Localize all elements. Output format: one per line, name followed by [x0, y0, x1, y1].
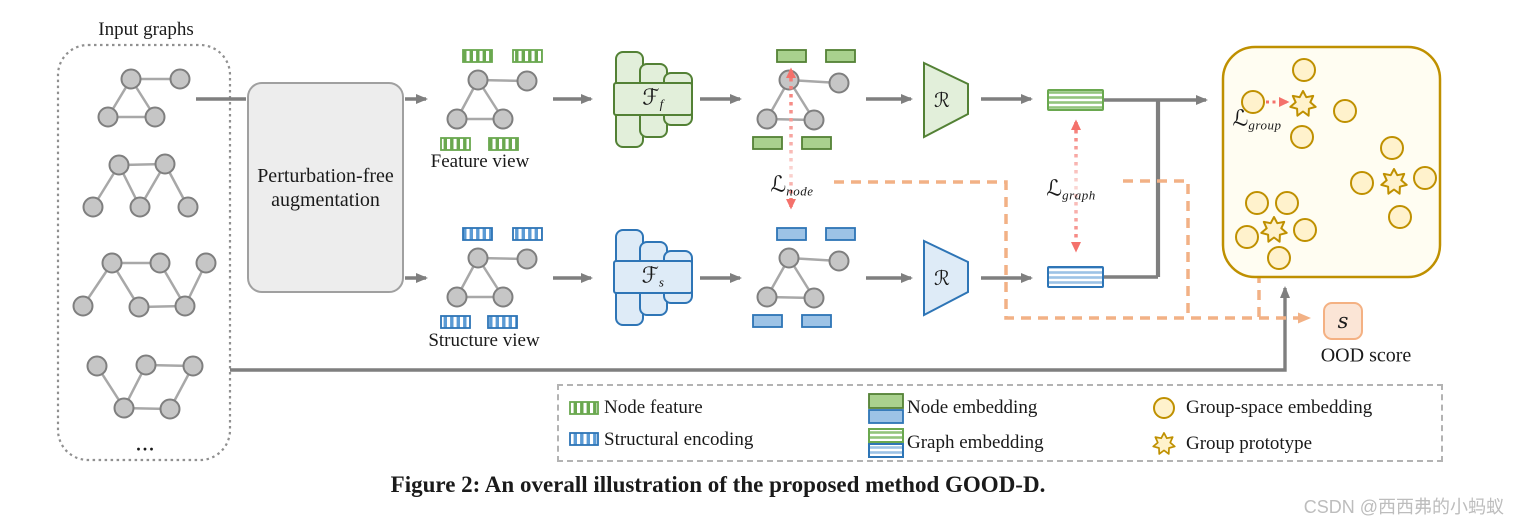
- loss-group-label: ℒgroup: [1233, 106, 1282, 133]
- feature-graph-embedding: [1047, 89, 1104, 111]
- ood-score-label: OOD score: [1320, 344, 1412, 367]
- group-space-embedding-swatch: [1153, 397, 1175, 419]
- input-graph-2: [82, 153, 199, 218]
- feature-readout-label: ℛ: [934, 88, 950, 112]
- feature-node-embedding-graph: [752, 49, 856, 150]
- structure-encoder-sub: s: [658, 274, 665, 290]
- input-graph-3: [72, 252, 217, 318]
- feature-encoder-shape: [613, 51, 693, 148]
- loss-node-label: ℒnode: [770, 172, 813, 199]
- structure-readout-shape: [923, 239, 969, 317]
- flow-arrows: [196, 94, 1290, 372]
- legend-swatches: [569, 393, 1176, 458]
- feature-readout-shape: [923, 61, 969, 139]
- feature-encoder-symbol: ℱ: [642, 85, 660, 111]
- input-graphs-title: Input graphs: [98, 19, 194, 40]
- node-feature-swatch: [569, 401, 599, 415]
- feature-view-label: Feature view: [430, 151, 530, 172]
- score-symbol: s: [1337, 309, 1349, 333]
- structure-readout-label: ℛ: [934, 266, 950, 290]
- group-space-panel: [1221, 45, 1442, 279]
- input-to-group-arrow: [230, 286, 1290, 372]
- loss-node-sub: node: [786, 183, 814, 199]
- structure-encoder-shape: [613, 229, 693, 326]
- legend-label-group-space-embedding: Group-space embedding: [1186, 397, 1373, 418]
- legend-label-group-prototype: Group prototype: [1186, 433, 1313, 454]
- group-space-embeddings: [1235, 58, 1437, 270]
- structure-graph-embedding: [1047, 266, 1104, 288]
- figure-caption: Figure 2: An overall illustration of the…: [390, 472, 1046, 497]
- loss-graph-label: ℒgraph: [1046, 176, 1095, 203]
- augmentation-box: Perturbation-free augmentation: [247, 82, 404, 293]
- input-graphs-ellipsis: ...: [136, 434, 156, 455]
- loss-graph-sub: graph: [1062, 187, 1096, 203]
- structure-encoder-symbol: ℱ: [641, 263, 659, 289]
- loss-group-symbol: ℒ: [1232, 106, 1249, 132]
- input-graph-1: [97, 68, 191, 128]
- structure-encoder-label: ℱs: [642, 263, 665, 290]
- graph-embedding-swatch-green: [868, 428, 904, 443]
- node-embedding-swatch-blue: [868, 409, 904, 424]
- legend-label-node-embedding: Node embedding: [907, 397, 1038, 418]
- graph-embedding-swatch-blue: [868, 443, 904, 458]
- loss-node-symbol: ℒ: [770, 172, 787, 198]
- structure-view-label: Structure view: [428, 330, 540, 351]
- input-graphs-panel: [56, 43, 232, 462]
- structure-node-embedding-graph: [752, 227, 856, 328]
- ood-score-box: s: [1323, 302, 1363, 340]
- augmentation-label: Perturbation-free augmentation: [257, 164, 394, 211]
- structural-encoding-swatch: [569, 432, 599, 446]
- loss-group-sub: group: [1248, 117, 1282, 133]
- feature-encoder-sub: f: [659, 96, 664, 112]
- feature-view-graph: [440, 49, 543, 151]
- loss-graph-symbol: ℒ: [1046, 176, 1063, 202]
- legend-label-graph-embedding: Graph embedding: [907, 432, 1044, 453]
- legend-label-node-feature: Node feature: [604, 397, 703, 418]
- legend-panel: [557, 384, 1443, 462]
- legend-label-structural-encoding: Structural encoding: [604, 429, 754, 450]
- node-embedding-swatch-green: [868, 393, 904, 409]
- structure-view-graph: [440, 227, 543, 329]
- watermark: CSDN @西西弗的小蚂蚁: [1303, 497, 1504, 517]
- input-graph-4: [86, 354, 204, 420]
- feature-encoder-label: ℱf: [642, 85, 663, 112]
